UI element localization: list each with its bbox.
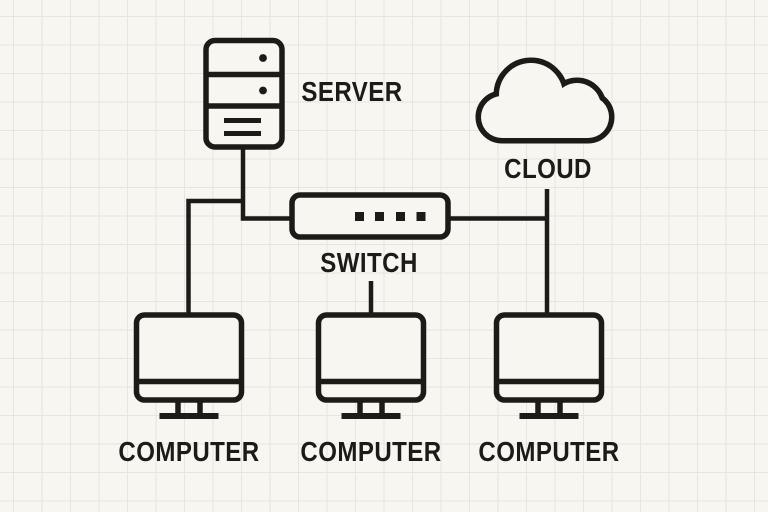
- computer-icon: [493, 312, 605, 419]
- switch-icon: [289, 192, 451, 240]
- label-cloud: CLOUD: [504, 153, 592, 184]
- edge-server-computer-left: [186, 198, 245, 318]
- switch-port-dots-icon: [355, 212, 426, 221]
- label-computer-right: COMPUTER: [478, 436, 620, 467]
- cloud-icon: [475, 57, 615, 144]
- server-led-icon: [259, 54, 267, 62]
- label-computer-left: COMPUTER: [118, 436, 260, 467]
- edge-server-switch: [240, 145, 294, 221]
- computer-icon: [133, 312, 245, 419]
- computer-icon: [315, 312, 427, 419]
- label-switch: SWITCH: [320, 247, 418, 278]
- label-server: SERVER: [301, 76, 403, 107]
- server-icon: [203, 37, 285, 150]
- server-led-icon: [259, 86, 267, 95]
- edges: [186, 145, 550, 318]
- label-computer-middle: COMPUTER: [300, 436, 442, 467]
